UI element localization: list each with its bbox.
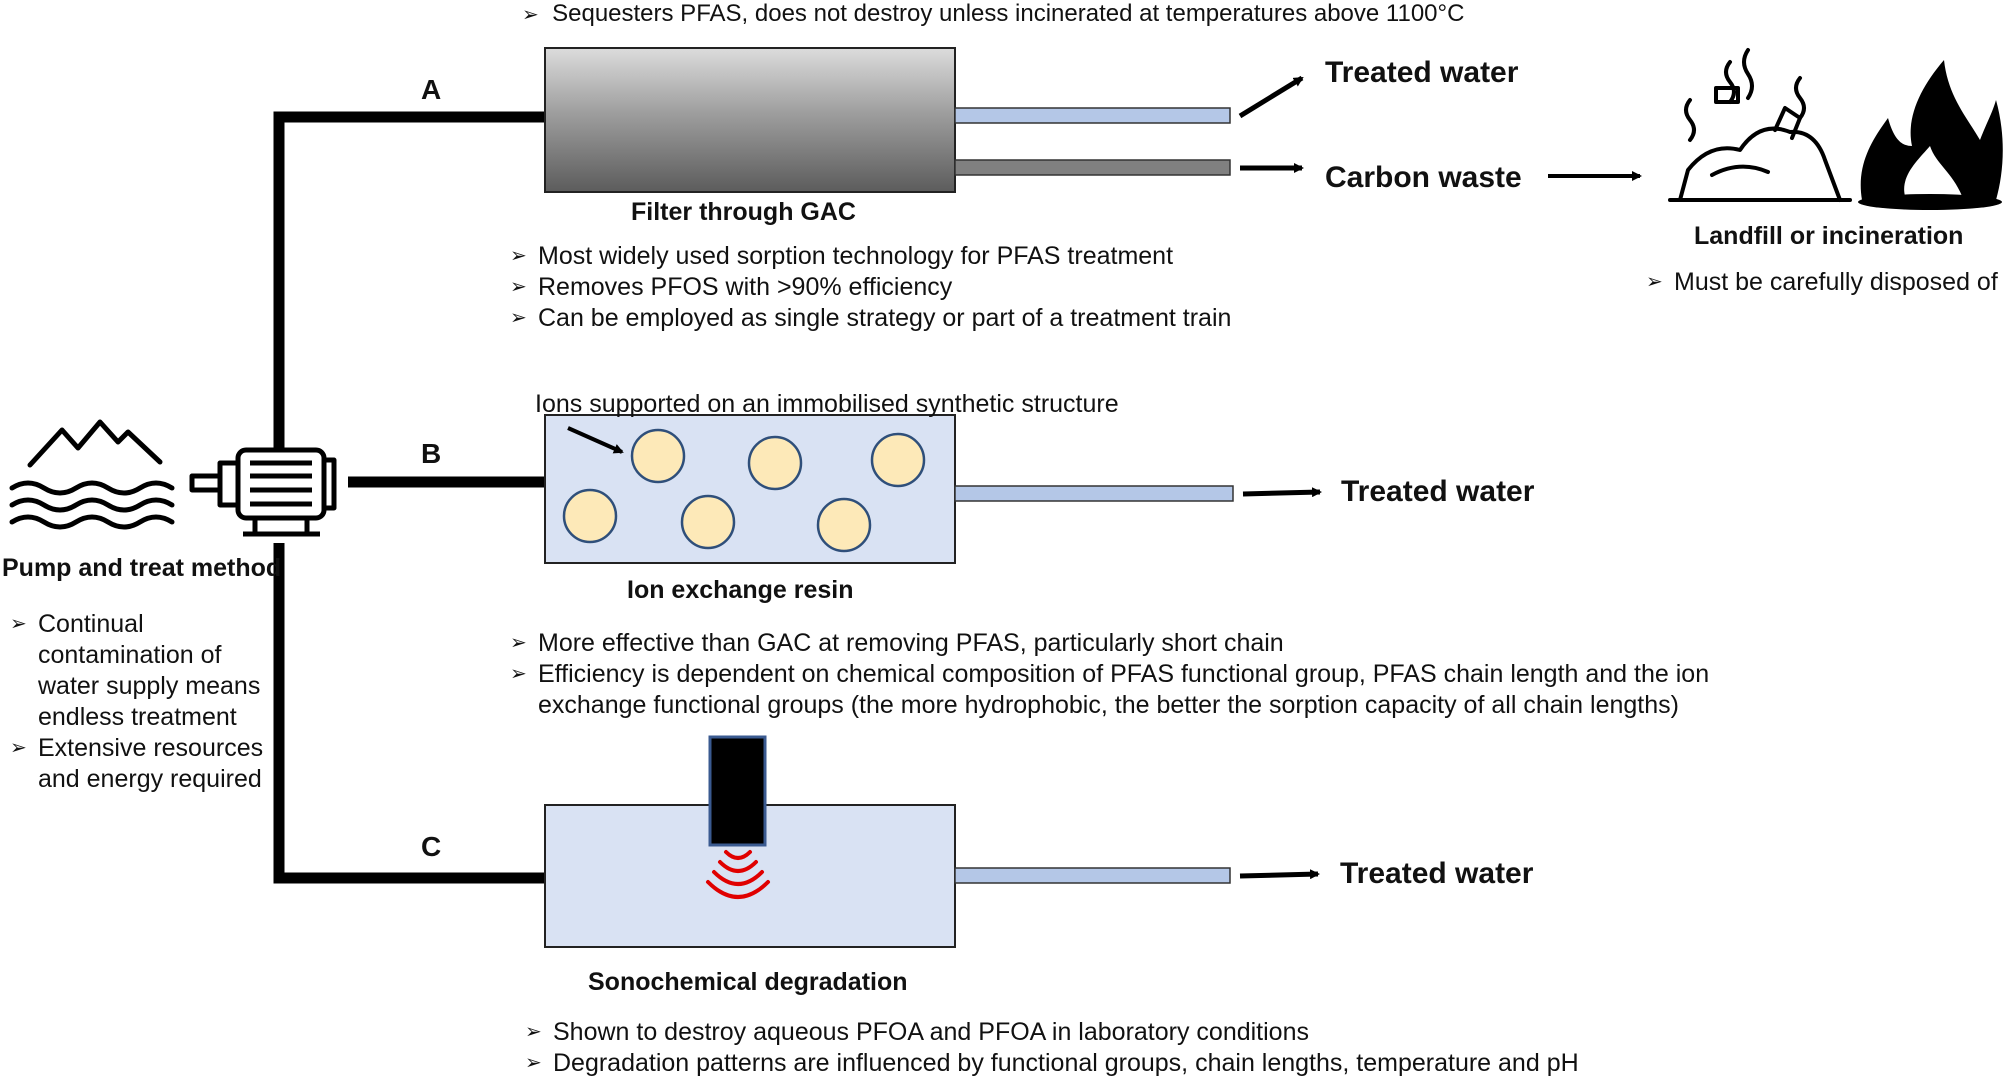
arrow-a-treated [1238, 75, 1304, 119]
ion-exchange-bullet: More effective than GAC at removing PFAS… [538, 629, 1284, 657]
gac-unit-label: Filter through GAC [631, 198, 856, 226]
pump-bullet-line: Continual [38, 610, 144, 638]
pump-bullet-line: contamination of [38, 641, 222, 669]
ultrasonic-wave-icon [706, 850, 770, 899]
top-note: ➢ Sequesters PFAS, does not destroy unle… [522, 2, 1464, 26]
ion-exchange-outlet [954, 485, 1234, 502]
sonochemical-bullets: ➢Shown to destroy aqueous PFOA and PFOA … [525, 1018, 1579, 1077]
pump-bullet-line: and energy required [38, 765, 262, 793]
disposal-bullets: ➢Must be carefully disposed of [1646, 268, 1998, 296]
resin-bead [747, 435, 803, 491]
pump-bullet-line: endless treatment [38, 703, 237, 731]
pipe-to-c [273, 543, 545, 884]
pump-title: Pump and treat method [2, 554, 282, 582]
ion-exchange-bullet: Efficiency is dependent on chemical comp… [538, 660, 1710, 688]
pipe-network [273, 111, 545, 884]
resin-annotation: Ions supported on an immobilised synthet… [535, 390, 1119, 418]
gac-waste-outlet [954, 159, 1231, 176]
pump-motor-icon [189, 447, 337, 537]
gac-filter-tank [544, 47, 956, 193]
ion-exchange-unit-label: Ion exchange resin [627, 576, 854, 604]
sonochemical-outlet [954, 867, 1231, 884]
top-note-text: Sequesters PFAS, does not destroy unless… [552, 0, 1465, 27]
resin-beads [562, 428, 926, 553]
pump-bullet-line: Extensive resources [38, 734, 264, 762]
b-treated-water-label: Treated water [1341, 475, 1535, 508]
branch-a-letter: A [421, 74, 442, 105]
arrow-c-treated [1239, 869, 1320, 880]
pipe-to-a [273, 111, 545, 452]
bullet-marker: ➢ [522, 4, 539, 26]
resin-bead [816, 497, 872, 553]
sonochemical-unit-label: Sonochemical degradation [588, 968, 908, 996]
a-treated-water-label: Treated water [1325, 56, 1519, 89]
sonochemical-bullet: Degradation patterns are influenced by f… [553, 1049, 1579, 1077]
ultrasonic-probe-icon [708, 735, 767, 847]
arrow-b-treated [1242, 487, 1322, 498]
resin-bead [680, 494, 736, 550]
resin-bead [630, 428, 686, 484]
gac-bullets: ➢Most widely used sorption technology fo… [510, 242, 1232, 332]
annotation-arrow [567, 426, 624, 454]
water-body-icon [9, 419, 175, 530]
resin-bead [562, 488, 618, 544]
gac-bullet: Can be employed as single strategy or pa… [538, 304, 1232, 332]
sonochemical-bullet: Shown to destroy aqueous PFOA and PFOA i… [553, 1018, 1309, 1046]
ion-exchange-bullet: exchange functional groups (the more hyd… [538, 691, 1679, 719]
gac-bullet: Removes PFOS with >90% efficiency [538, 273, 953, 301]
c-treated-water-label: Treated water [1340, 857, 1534, 890]
incineration-fire-icon [1858, 60, 2003, 210]
resin-bead [870, 432, 926, 488]
pump-bullet-line: water supply means [38, 672, 261, 700]
landfill-icon [1668, 48, 1852, 202]
carbon-waste-label: Carbon waste [1325, 161, 1522, 194]
pump-bullets: ➢Continual contamination of water supply… [10, 610, 264, 793]
gac-treated-outlet [954, 107, 1231, 124]
gac-bullet: Most widely used sorption technology for… [538, 242, 1174, 270]
branch-b-letter: B [421, 438, 442, 469]
disposal-bullet: Must be carefully disposed of [1674, 268, 1998, 296]
disposal-title: Landfill or incineration [1694, 222, 1964, 250]
branch-c-letter: C [421, 831, 442, 862]
ion-exchange-bullets: ➢More effective than GAC at removing PFA… [510, 629, 1710, 719]
